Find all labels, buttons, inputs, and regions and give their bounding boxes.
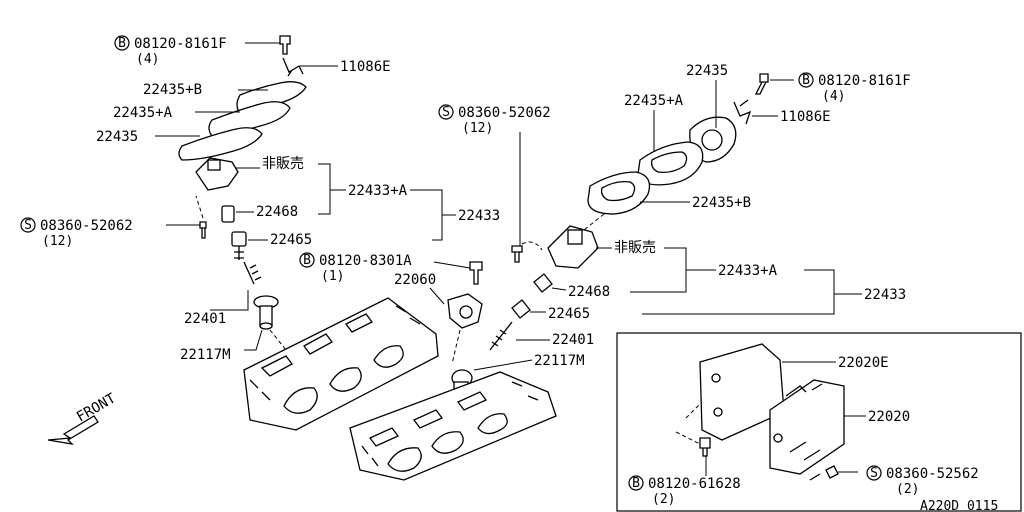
- assy-22433-a-right: 22433+A: [718, 263, 778, 279]
- svg-text:22020: 22020: [868, 409, 910, 425]
- svg-text:08360-52062: 08360-52062: [40, 218, 133, 234]
- svg-text:08120-61628: 08120-61628: [648, 476, 741, 492]
- front-arrow-icon: FRONT: [47, 390, 119, 445]
- svg-text:08360-52062: 08360-52062: [458, 105, 551, 121]
- svg-text:B: B: [802, 73, 810, 88]
- plug-22465-right: 22465: [511, 299, 590, 322]
- svg-text:B: B: [118, 36, 126, 51]
- svg-text:22401: 22401: [184, 311, 226, 327]
- diagram-code: A220D 0115: [920, 499, 998, 512]
- hanger-11086e-left: 11086E: [282, 57, 391, 77]
- hanger-11086e-right: 11086E: [733, 99, 831, 125]
- bolt-08120-8161f-right: B 08120-8161F (4): [754, 72, 911, 104]
- svg-text:22468: 22468: [256, 204, 298, 220]
- assy-22433-left: 22433: [458, 208, 500, 224]
- screw-08360-52062-right: S 08360-52062 (12): [438, 104, 551, 263]
- plug-22465-left: 22465: [231, 231, 312, 260]
- svg-text:08120-8161F: 08120-8161F: [818, 73, 911, 89]
- svg-text:22465: 22465: [270, 232, 312, 248]
- svg-text:22401: 22401: [552, 332, 594, 348]
- bolt-08120-61628: B 08120-61628 (2): [628, 403, 741, 507]
- svg-text:(4): (4): [136, 52, 159, 67]
- control-unit-inset: [616, 332, 1022, 512]
- assy-22433-a-left: 22433+A: [348, 183, 408, 199]
- screw-08360-52062-left: S 08360-52062 (12): [20, 195, 207, 249]
- svg-text:S: S: [870, 466, 878, 481]
- svg-text:S: S: [24, 218, 32, 233]
- bracket-22020e: 22020E: [699, 343, 889, 441]
- svg-text:22468: 22468: [568, 284, 610, 300]
- assy-22433-right: 22433: [864, 287, 906, 303]
- bolt-08120-8301a: B 08120-8301A (1): [299, 252, 483, 285]
- svg-text:22020E: 22020E: [838, 355, 889, 371]
- gasket-stack-right: 22435 22435+A 22435+B: [573, 63, 751, 239]
- grommet-22117m-left: 22117M: [180, 295, 287, 363]
- svg-text:B: B: [632, 476, 640, 491]
- svg-text:22435+B: 22435+B: [143, 82, 202, 98]
- svg-text:11086E: 11086E: [780, 109, 831, 125]
- spark-plug-22401-left: 22401: [184, 261, 262, 327]
- svg-text:22060: 22060: [394, 272, 436, 288]
- seal-22468-left: 22468: [221, 204, 298, 223]
- cam-sensor-22060: 22060: [394, 272, 483, 365]
- svg-text:22117M: 22117M: [534, 353, 585, 369]
- svg-text:08120-8301A: 08120-8301A: [319, 253, 412, 269]
- spark-plug-22401-right: 22401: [489, 321, 594, 351]
- cylinder-head-right: [349, 371, 557, 481]
- svg-text:22435: 22435: [686, 63, 728, 79]
- bolt-08120-8161f-left: B 08120-8161F (4): [114, 35, 291, 67]
- ignition-coil-left: [195, 157, 260, 191]
- svg-text:08120-8161F: 08120-8161F: [134, 36, 227, 52]
- svg-text:S: S: [442, 105, 450, 120]
- svg-text:11086E: 11086E: [340, 59, 391, 75]
- svg-text:(1): (1): [321, 269, 344, 284]
- svg-text:(12): (12): [42, 234, 73, 249]
- svg-text:(2): (2): [896, 482, 919, 497]
- control-unit-22020: 22020: [769, 379, 910, 475]
- cylinder-head-left: [243, 297, 439, 431]
- svg-text:22117M: 22117M: [180, 347, 231, 363]
- seal-22468-right: 22468: [533, 273, 610, 300]
- svg-text:(12): (12): [462, 121, 493, 136]
- gasket-stack-left: 22435+B 22435+A 22435: [96, 81, 307, 161]
- svg-text:B: B: [303, 253, 311, 268]
- svg-text:22435+A: 22435+A: [113, 105, 173, 121]
- not-for-sale-right: 非販売: [614, 240, 656, 256]
- svg-text:22465: 22465: [548, 306, 590, 322]
- ignition-coil-right: [547, 225, 612, 269]
- svg-text:(2): (2): [652, 492, 675, 507]
- svg-text:22435+A: 22435+A: [624, 93, 684, 109]
- not-for-sale-left: 非販売: [262, 156, 304, 172]
- svg-text:22435: 22435: [96, 129, 138, 145]
- svg-text:08360-52562: 08360-52562: [886, 466, 979, 482]
- screw-08360-52562: S 08360-52562 (2): [809, 465, 979, 497]
- svg-text:22435+B: 22435+B: [692, 195, 751, 211]
- svg-text:(4): (4): [822, 89, 845, 104]
